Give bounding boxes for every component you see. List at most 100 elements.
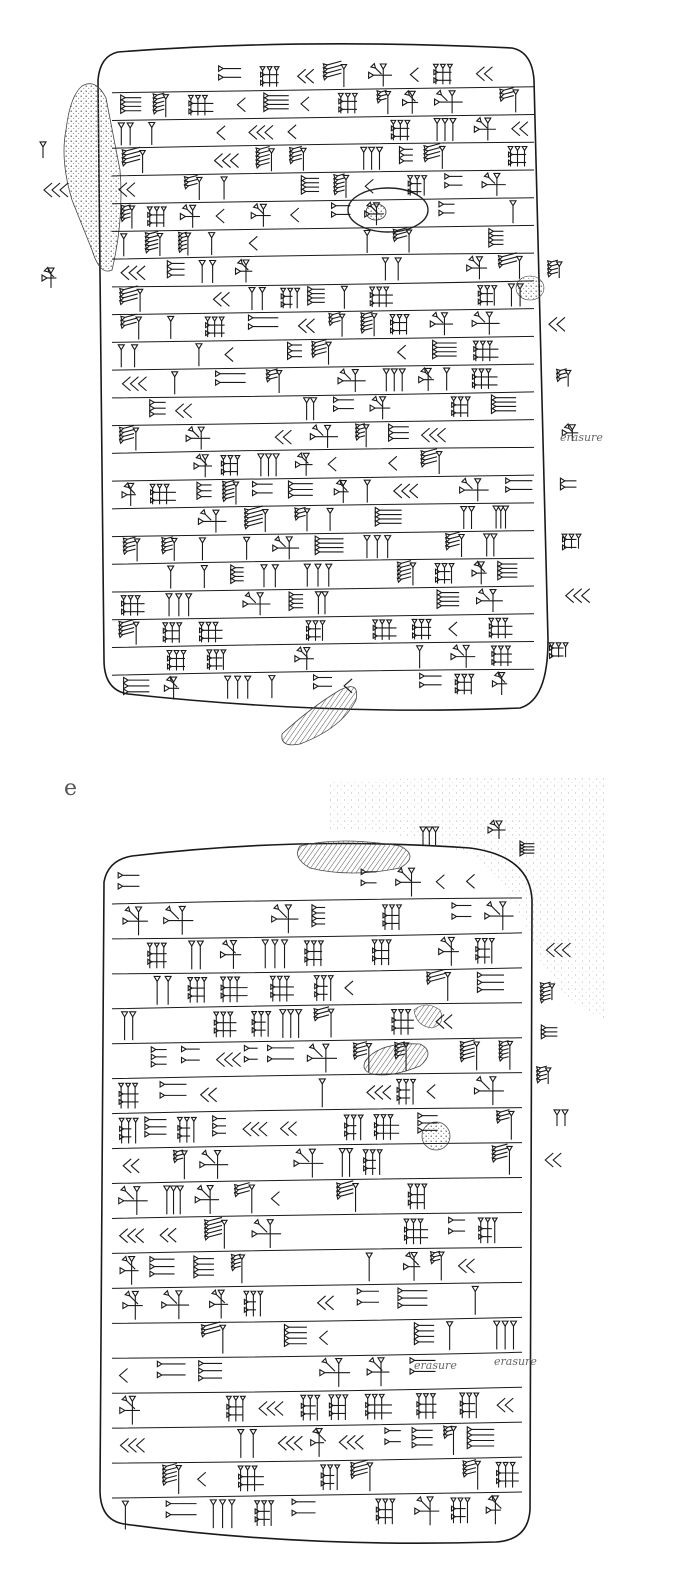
cuneiform-sign — [411, 618, 432, 640]
wedge-head — [393, 1053, 400, 1060]
wedge-head — [375, 286, 383, 293]
wedge-head — [498, 1052, 505, 1059]
wedge-head — [485, 1506, 493, 1515]
winkelhaken — [304, 68, 315, 84]
wedge-head — [403, 1218, 410, 1225]
winkelhaken — [127, 1437, 137, 1453]
winkelhaken — [364, 178, 374, 194]
wedge-head — [365, 1042, 373, 1050]
wedge-head — [363, 229, 372, 237]
wedge-head — [328, 320, 334, 327]
wedge-head — [411, 632, 418, 639]
wedge-head — [515, 255, 524, 262]
wedge-head — [313, 1015, 320, 1022]
wedge-head — [332, 396, 340, 404]
wedge-head — [555, 368, 562, 375]
wedge-head — [219, 950, 227, 959]
wedge-head — [166, 271, 173, 279]
wedge-head — [575, 533, 582, 540]
wedge-head — [119, 1266, 127, 1275]
winkelhaken — [129, 376, 139, 392]
wedge-tail — [544, 993, 551, 997]
wedge-head — [238, 1473, 244, 1481]
wedge-head — [332, 404, 340, 413]
wedge-head — [396, 119, 404, 126]
wedge-head — [377, 1357, 386, 1364]
wedge-head — [373, 535, 382, 542]
wedge-head — [118, 628, 124, 635]
wedge-head — [466, 1431, 473, 1439]
wedge-head — [267, 675, 276, 682]
wedge-head — [362, 1149, 370, 1155]
wedge-head — [256, 1290, 264, 1297]
cuneiform-sign — [242, 1121, 268, 1137]
wedge-head — [497, 573, 504, 581]
winkelhaken — [215, 1052, 225, 1068]
wedge-head — [375, 1506, 382, 1514]
wedge-head — [180, 1045, 188, 1053]
wedge-head — [132, 621, 140, 628]
wedge-head — [423, 148, 429, 155]
wedge-head — [243, 511, 250, 518]
wedge-tail — [375, 67, 382, 75]
wedge-head — [403, 119, 411, 126]
cuneiform-sign — [396, 344, 407, 360]
wedge-head — [305, 633, 312, 641]
cuneiform-sign — [350, 1459, 374, 1492]
wedge-head — [287, 480, 295, 488]
wedge-head — [438, 200, 445, 208]
wedge-head — [162, 1289, 170, 1297]
cuneiform-sign — [546, 259, 563, 279]
wedge-head — [467, 506, 476, 513]
wedge-head — [451, 401, 457, 409]
cuneiform-sign — [224, 347, 234, 363]
wedge-head — [450, 1513, 457, 1520]
wedge-head — [365, 201, 373, 208]
cuneiform-sign — [432, 339, 457, 360]
wedge-head — [319, 1368, 326, 1377]
cuneiform-sign — [121, 481, 136, 506]
wedge-head — [287, 485, 295, 494]
wedge-head — [311, 903, 318, 912]
wedge-head — [280, 292, 287, 300]
winkelhaken — [258, 1121, 268, 1137]
wedge-head — [432, 63, 440, 70]
wedge-tail — [201, 1189, 211, 1199]
wedge-head — [280, 300, 287, 308]
wedge-head — [507, 145, 514, 152]
wedge-head — [331, 210, 338, 219]
wedge-head — [356, 1287, 363, 1295]
wedge-head — [499, 92, 505, 99]
wedge-head — [266, 1219, 275, 1226]
cuneiform-sign — [294, 646, 314, 670]
wedge-tail — [238, 1182, 250, 1187]
wedge-head — [176, 1116, 184, 1123]
cuneiform-sign — [198, 621, 223, 643]
cuneiform-sign — [316, 1295, 334, 1311]
wedge-head — [121, 149, 128, 155]
wedge-head — [125, 1117, 132, 1124]
cuneiform-sign — [488, 227, 504, 249]
cuneiform-sign — [251, 1218, 282, 1249]
wedge-head — [459, 486, 466, 495]
wedge-tail — [226, 487, 235, 491]
cuneiform-sign — [495, 1461, 519, 1488]
wedge-head — [172, 1149, 179, 1156]
wedge-tail — [127, 536, 136, 540]
wedge-head — [128, 205, 136, 212]
wedge-tail — [123, 289, 138, 295]
wedge-tail — [327, 60, 342, 66]
wedge-head — [146, 206, 154, 213]
cuneiform-sign — [248, 124, 274, 140]
wedge-head — [198, 537, 207, 544]
wedge-tail — [380, 97, 387, 101]
wedge-head — [305, 620, 312, 626]
wedge-head — [288, 158, 295, 165]
wedge-head — [385, 939, 392, 946]
wedge-head — [193, 462, 201, 470]
wedge-head — [462, 644, 471, 652]
wedge-head — [194, 1195, 202, 1204]
wedge-head — [438, 145, 446, 153]
wedge-head — [363, 479, 372, 487]
cuneiform-sign — [473, 1075, 504, 1106]
